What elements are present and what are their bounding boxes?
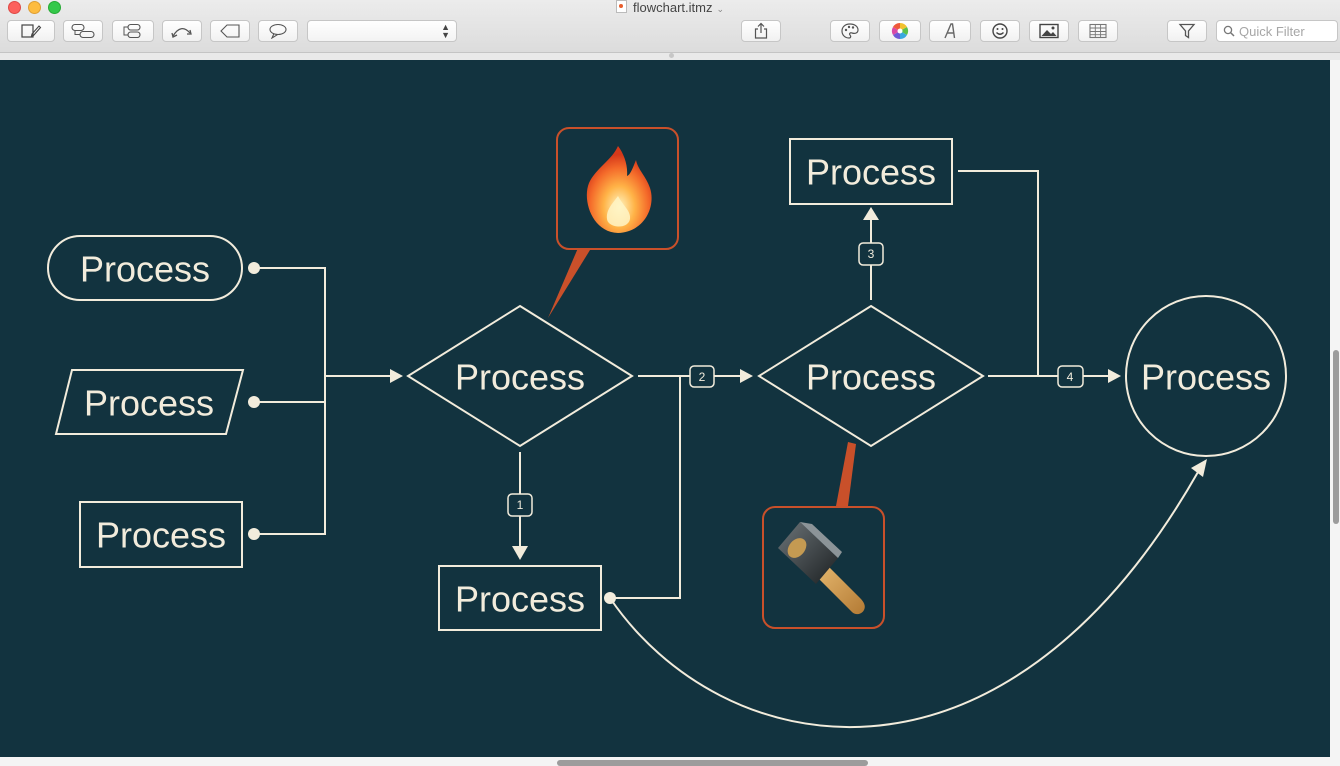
arrowhead-to-circle: [1108, 369, 1121, 383]
diamond-right-node-label: Process: [806, 357, 936, 398]
new-topic-button[interactable]: [7, 20, 55, 42]
callout-tail-fire: [548, 248, 590, 318]
emoji-button[interactable]: [980, 20, 1020, 42]
share-button[interactable]: [741, 20, 781, 42]
add-subtopic-button[interactable]: [63, 20, 103, 42]
add-callout-button[interactable]: [210, 20, 250, 42]
arrowheads: [390, 207, 1207, 560]
arrowhead-curve-to-circle: [1191, 459, 1207, 477]
font-a-icon: [944, 23, 956, 39]
circle-end-node-label: Process: [1141, 357, 1271, 398]
connector-curve[interactable]: [609, 471, 1199, 729]
window-title: flowchart.itmz: [632, 0, 713, 15]
diamond-right-node[interactable]: [757, 304, 985, 448]
chevron-down-icon[interactable]: ⌄: [716, 4, 724, 14]
edge-label-2-text: 2: [699, 370, 706, 384]
table-grid-icon: [1089, 23, 1107, 39]
edge-label-1[interactable]: 1: [507, 493, 533, 517]
quick-filter-field[interactable]: [1216, 20, 1338, 42]
callout-tail-hammer: [836, 442, 856, 506]
speech-bubble-icon: [269, 23, 287, 39]
close-window-button[interactable]: [8, 1, 21, 14]
edge-label-4[interactable]: 4: [1057, 365, 1084, 388]
arrowhead-to-rect-bottom: [512, 546, 528, 560]
map-canvas[interactable]: Process Process Process Process Process …: [0, 60, 1330, 757]
add-sibling-button[interactable]: [112, 20, 154, 42]
style-inspector-button[interactable]: [830, 20, 870, 42]
subtopic-icon: [71, 23, 95, 39]
colors-button[interactable]: [879, 20, 921, 42]
image-icon: [1039, 23, 1059, 39]
vertical-scrollbar-thumb[interactable]: [1333, 350, 1339, 524]
arrowhead-to-diamond: [390, 369, 403, 383]
style-select[interactable]: ▲▼: [307, 20, 457, 42]
rect-bottom-node-label: Process: [455, 579, 585, 620]
rect-left-node-label: Process: [96, 515, 226, 556]
zoom-window-button[interactable]: [48, 1, 61, 14]
color-wheel-icon: [891, 22, 909, 40]
table-button[interactable]: [1078, 20, 1118, 42]
edge-label-1-text: 1: [517, 498, 524, 512]
endpoint-dot: [248, 528, 260, 540]
window-titlebar: flowchart.itmz⌄: [0, 0, 1340, 53]
minimize-window-button[interactable]: [28, 1, 41, 14]
hammer-icon: [778, 522, 865, 615]
fonts-button[interactable]: [929, 20, 971, 42]
search-icon: [1223, 25, 1235, 37]
edge-label-2[interactable]: 2: [689, 365, 715, 388]
arrowhead-to-diamond-right: [740, 369, 753, 383]
edge-label-3[interactable]: 3: [858, 242, 884, 266]
rect-bottom-node[interactable]: [438, 565, 602, 631]
endpoint-dots: [248, 262, 616, 604]
relationship-arrow-icon: [171, 28, 192, 38]
horizontal-scrollbar-thumb[interactable]: [557, 760, 868, 766]
up-down-chevrons-icon: ▲▼: [441, 22, 450, 40]
smiley-icon: [992, 23, 1008, 39]
add-comment-button[interactable]: [258, 20, 298, 42]
fire-callout[interactable]: [556, 127, 679, 250]
arrowhead-to-rect-top: [863, 207, 879, 220]
window-title-area[interactable]: flowchart.itmz⌄: [0, 0, 1340, 16]
rect-top-node-label: Process: [806, 152, 936, 193]
diamond-main-node-label: Process: [455, 357, 585, 398]
sibling-icon: [123, 23, 141, 39]
connector-rect-left[interactable]: [254, 376, 326, 535]
share-icon: [754, 22, 768, 39]
edge-label-3-text: 3: [868, 247, 875, 261]
fire-icon: [586, 146, 652, 233]
filter-funnel-icon: [1178, 23, 1196, 39]
connector-rect-top-down[interactable]: [958, 170, 1039, 376]
parallelogram-node-label: Process: [84, 383, 214, 424]
hammer-callout[interactable]: [762, 506, 885, 629]
flowchart-diagram: Process Process Process Process Process …: [47, 127, 1287, 729]
callout-tag-icon: [220, 24, 240, 38]
edge-label-4-text: 4: [1067, 370, 1074, 384]
rect-left-node[interactable]: [79, 501, 243, 568]
endpoint-dot: [248, 396, 260, 408]
connector-rect-bottom-up[interactable]: [610, 376, 681, 599]
terminal-node-label: Process: [80, 249, 210, 290]
add-relationship-button[interactable]: [162, 20, 202, 42]
circle-end-node[interactable]: [1125, 295, 1287, 457]
palette-icon: [841, 23, 859, 39]
parallelogram-node[interactable]: [54, 369, 245, 435]
connector-terminal[interactable]: [254, 267, 326, 376]
image-button[interactable]: [1029, 20, 1069, 42]
itmz-document-icon: [615, 0, 627, 13]
note-pencil-icon: [21, 24, 42, 38]
split-view-handle[interactable]: [669, 53, 674, 58]
diamond-main-node[interactable]: [406, 304, 634, 448]
endpoint-dot: [248, 262, 260, 274]
filter-button[interactable]: [1167, 20, 1207, 42]
connector-lines: [254, 170, 1199, 729]
endpoint-dot: [604, 592, 616, 604]
terminal-node[interactable]: [47, 235, 243, 301]
rect-top-node[interactable]: [789, 138, 953, 205]
quick-filter-input[interactable]: [1239, 23, 1334, 39]
